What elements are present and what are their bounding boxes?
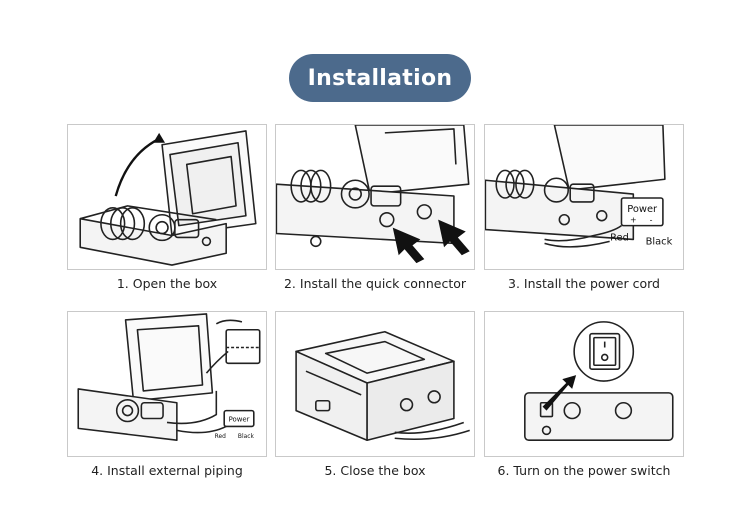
step-6-drawing (524, 321, 674, 442)
power-label: Power (627, 204, 658, 215)
arrow-icon (542, 375, 577, 411)
red-wire-label: Red (215, 434, 226, 440)
black-wire-label: Black (646, 236, 673, 247)
red-wire-label: Red (610, 232, 629, 243)
step-4-drawing: Power Red Black (77, 313, 261, 442)
arrow-icon (153, 132, 166, 143)
black-wire-label: Black (238, 434, 255, 440)
step-1-caption: 1. Open the box (116, 276, 218, 291)
power-plus-label: + (630, 216, 637, 225)
power-label: Power (229, 415, 250, 423)
step-2-drawing (276, 125, 470, 264)
step-1-drawing (79, 130, 257, 266)
step-3-illustration: Power + - Red Black (484, 124, 684, 270)
power-minus-label: - (650, 216, 653, 225)
step-6-illustration (484, 311, 684, 457)
step-3-caption: 3. Install the power cord (508, 276, 660, 291)
step-5-caption: 5. Close the box (324, 463, 426, 478)
step-2-illustration (275, 124, 475, 270)
step-1-illustration (67, 124, 267, 270)
installation-title-text: Installation (307, 65, 453, 91)
step-2-caption: 2. Install the quick connector (283, 276, 467, 291)
step-5-illustration (275, 311, 475, 457)
step-4-caption: 4. Install external piping (91, 463, 243, 478)
step-3-drawing: Power + - Red Black (485, 125, 673, 248)
step-6-caption: 6. Turn on the power switch (497, 463, 671, 478)
step-5-drawing (295, 330, 470, 442)
installation-title: Installation (289, 54, 471, 102)
arrow-icon (392, 227, 425, 264)
arrow-icon (438, 219, 470, 256)
step-4-illustration: Power Red Black (67, 311, 267, 457)
